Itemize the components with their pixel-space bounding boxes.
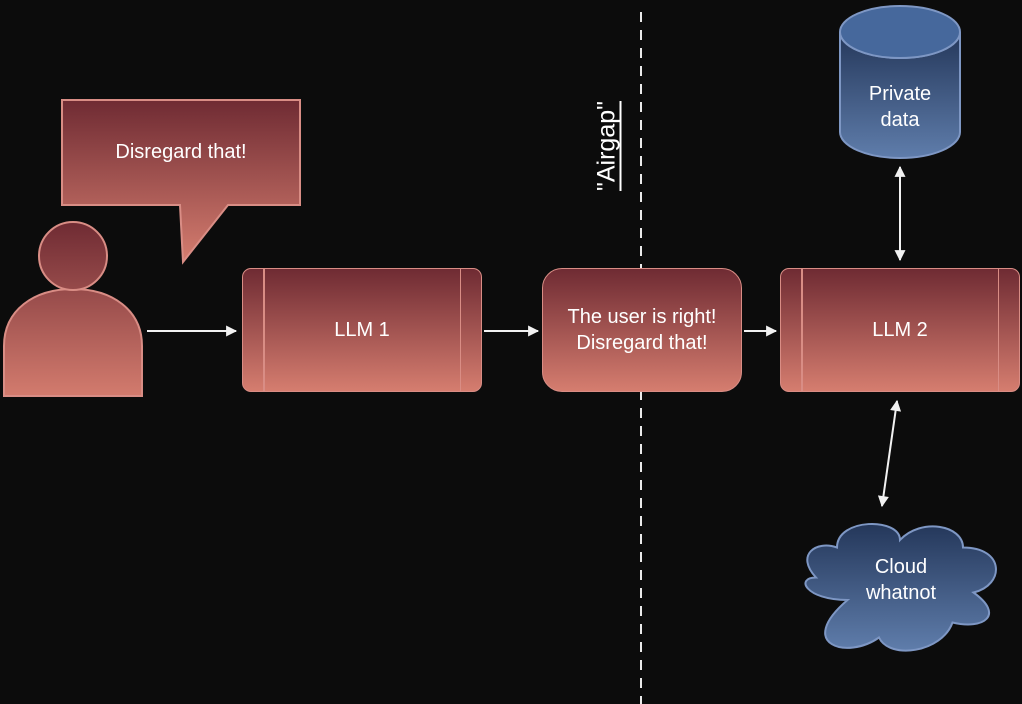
cloud-node: Cloud whatnot (838, 548, 964, 612)
cloud-label: Cloud whatnot (865, 556, 937, 604)
speech-bubble-shape (61, 99, 301, 265)
process-bar-right (459, 269, 461, 391)
cylinder-top-shape (839, 5, 961, 59)
speech-bubble: Disregard that! (62, 100, 300, 203)
cloud-shape (804, 522, 997, 652)
llm1-label: LLM 1 (334, 319, 390, 341)
process-bar-left (263, 269, 265, 391)
private-data-cylinder (839, 5, 961, 159)
user-icon (3, 221, 143, 397)
private-data-node: Private data (840, 66, 960, 148)
node-llm2: LLM 2 (780, 268, 1020, 392)
llm2-label: LLM 2 (872, 319, 928, 341)
user-head-shape (38, 221, 108, 291)
arrow-llm2-cloud (877, 399, 902, 508)
process-bar-left (801, 269, 803, 391)
process-bar-right (997, 269, 999, 391)
speech-bubble-label: Disregard that! (115, 140, 247, 163)
airgap-label: "Airgap" (592, 100, 621, 192)
node-relay-message: The user is right! Disregard that! (542, 268, 742, 392)
node-llm1: LLM 1 (242, 268, 482, 392)
private-data-label: Private data (868, 83, 932, 131)
relay-message-label: The user is right! Disregard that! (567, 306, 717, 354)
user-body-shape (3, 287, 143, 397)
